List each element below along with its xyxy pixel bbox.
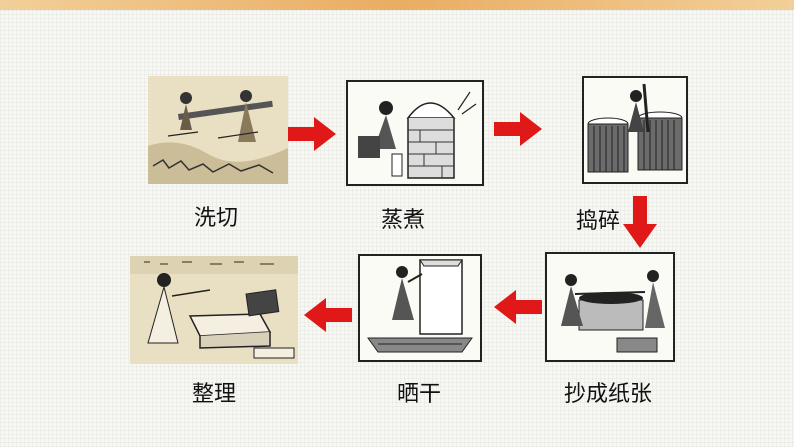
arrow-down-icon — [623, 196, 657, 248]
step-5-label: 晒干 — [397, 382, 442, 407]
step-6-label: 整理 — [192, 382, 237, 407]
step-4-label: 抄成纸张 — [564, 382, 653, 407]
step-1-image — [148, 76, 288, 184]
sheet-forming-illustration — [545, 252, 675, 362]
step-2-image — [346, 80, 484, 186]
step-4-image — [545, 252, 675, 362]
step-5-image — [358, 254, 482, 362]
top-accent-bar — [0, 0, 794, 10]
step-1-label: 洗切 — [194, 206, 239, 231]
step-3-label: 捣碎 — [576, 209, 621, 234]
finishing-illustration — [130, 256, 298, 364]
step-6-image — [130, 256, 298, 364]
pounding-illustration — [582, 76, 688, 184]
step-3-image — [582, 76, 688, 184]
arrow-left-icon — [304, 298, 352, 332]
drying-illustration — [358, 254, 482, 362]
step-2-label: 蒸煮 — [381, 208, 426, 233]
arrow-right-icon — [494, 112, 542, 146]
washing-cutting-illustration — [148, 76, 288, 184]
steaming-boiling-illustration — [346, 80, 484, 186]
arrow-left-icon — [494, 290, 542, 324]
arrow-right-icon — [288, 117, 336, 151]
